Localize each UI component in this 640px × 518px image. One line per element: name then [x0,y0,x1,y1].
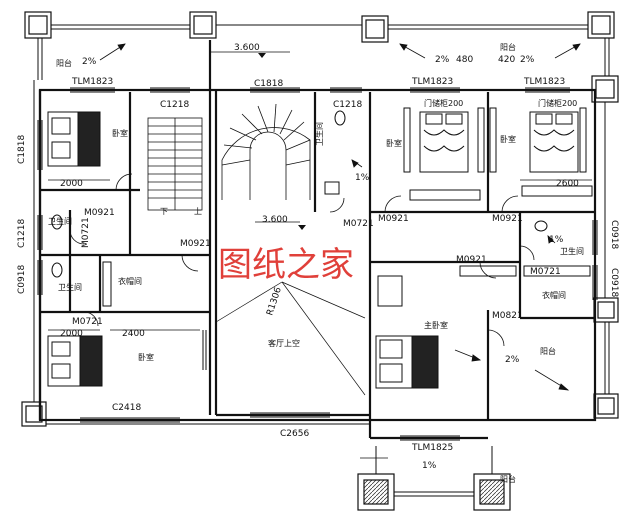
code-m0721-c: M0721 [343,219,374,229]
code-c0918-right2: C0918 [609,268,619,297]
void-edge-marks [202,330,207,370]
room-balcony-bottom: 阳台 [500,474,516,484]
slope-label-1: 2% [82,57,97,67]
room-living-void: 客厅上空 [268,338,300,348]
spiral-stair [221,103,311,200]
code-c0918-right: C0918 [609,220,619,249]
room-bath-a: 卫生间 [314,122,324,146]
code-c0918-side: C0918 [17,265,27,294]
dim-2600: 2600 [556,179,579,189]
bed-top-left [47,111,101,167]
walls [38,40,597,440]
void-diagonals [215,281,366,396]
dim-2000-bottom: 2000 [60,329,83,339]
room-balcony-right: 阳台 [540,346,556,356]
code-m0921-d: M0921 [492,214,523,224]
code-c1818-top: C1818 [254,79,283,89]
slope-label-7: 2% [505,355,520,365]
hatched-post-bottom-left [357,473,395,511]
room-master-bedroom: 主卧室 [424,320,448,330]
code-m0921-c: M0921 [378,214,409,224]
dim-2000-top: 2000 [60,179,83,189]
column-post-top-mid-right [361,15,389,43]
column-post-top-left [24,11,52,39]
room-bath-c: 卫生间 [58,282,82,292]
stair-up-label: 上 [194,207,202,216]
room-bedroom-mid: 卧室 [386,138,402,148]
column-posts [21,11,619,427]
code-m0721-d: M0721 [530,267,561,277]
labels: 3.600 3.600 2% 2% 2% 1% 1% 1% 2% 480 420… [17,42,619,484]
room-bedroom-right: 卧室 [500,134,516,144]
code-c1218-top: C1218 [160,100,189,110]
code-c2418: C2418 [112,403,141,413]
bathroom-fixtures [51,110,548,307]
slope-label-6: 1% [422,461,437,471]
room-closet-b: 衣帽间 [542,290,566,300]
furniture [47,107,593,389]
code-wardrobe-a: 门储柜200 [424,98,463,108]
dim-420: 420 [498,55,515,65]
slope-arrows [99,43,581,391]
code-m0921-a: M0921 [84,208,115,218]
dim-2400: 2400 [122,329,145,339]
room-bath-d: 卫生间 [560,246,584,256]
code-wardrobe-b: 门储柜200 [538,98,577,108]
elevation-label-top: 3.600 [234,43,260,53]
column-post-right-mid [593,297,619,323]
code-tlm1825: TLM1825 [411,443,453,453]
code-c1218-top2: C1218 [333,100,362,110]
dimension-lines [48,51,592,459]
column-post-right-bottom [593,393,619,419]
column-post-top-mid-left [189,11,217,39]
hatched-column-posts [357,473,511,511]
dim-480: 480 [456,55,473,65]
bed-mid [419,111,469,173]
code-tlm1823-mid: TLM1823 [411,77,453,87]
column-post-top-right [587,11,615,39]
column-post-left-bottom [21,401,47,427]
code-m0721-a: M0721 [81,217,91,248]
elevation-marker-mid [298,225,306,230]
window-marks [37,87,598,441]
code-m0921-e: M0921 [456,255,487,265]
room-bedroom-bottom-left: 卧室 [138,352,154,362]
code-c1818-side: C1818 [17,135,27,164]
elevation-marker-top [258,53,266,58]
slope-label-2: 2% [435,55,450,65]
room-balcony-top-left: 阳台 [56,58,72,68]
bed-bottom-left [47,335,103,387]
code-m0921-b: M0921 [180,239,211,249]
code-c2656: C2656 [280,429,309,439]
wardrobes [403,107,593,277]
code-m0721-b: M0721 [72,317,103,327]
code-tlm1823-left: TLM1823 [71,77,113,87]
stair-down-label: 下 [160,207,168,216]
bed-right [529,111,579,173]
code-c1218-side: C1218 [17,219,27,248]
elevation-label-mid: 3.600 [262,215,288,225]
stair-treads [148,125,202,199]
code-m0821: M0821 [492,311,523,321]
master-bed [375,335,439,389]
room-bath-b: 卫生间 [48,216,72,226]
sofa-master [377,275,403,307]
room-bedroom-top-left: 卧室 [112,128,128,138]
room-closet-a: 衣帽间 [118,276,142,286]
hatched-post-bottom-right [473,473,511,511]
door-swings [69,173,535,347]
code-tlm1823-right: TLM1823 [523,77,565,87]
room-balcony-top-right: 阳台 [500,42,516,52]
watermark-text: 图纸之家 [218,245,354,285]
straight-stair [147,117,203,211]
slope-label-3: 2% [520,55,535,65]
slope-label-4: 1% [355,173,370,183]
slope-label-5: 1% [549,235,564,245]
